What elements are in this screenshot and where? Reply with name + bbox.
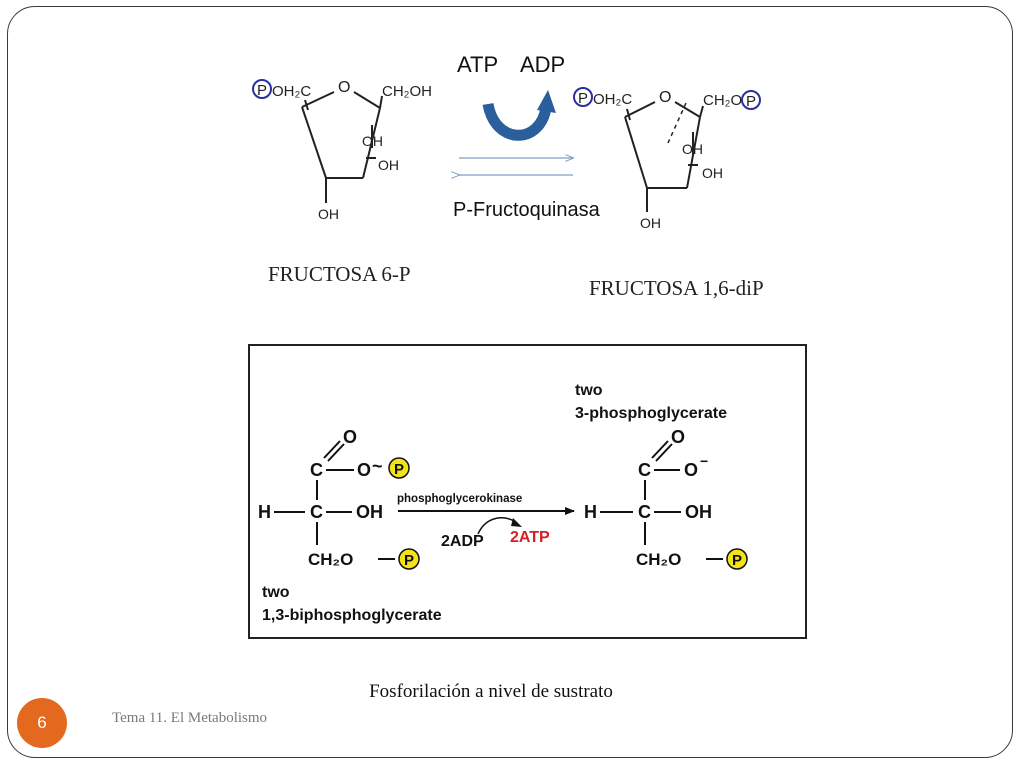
- bpg-ester-o: O: [357, 460, 371, 480]
- curved-arrow-icon: [482, 102, 552, 141]
- phosphofructokinase-arrow-group: ATP ADP P-Fructoquinasa: [453, 52, 601, 221]
- f6p-group-left: OH₂C: [272, 83, 311, 100]
- biphosphoglycerate-structure: O C O ~ P H C OH CH₂O P two 1,3-biphosph…: [258, 427, 442, 624]
- pg-h: H: [584, 502, 597, 522]
- phosphoglycerate-structure: two 3-phosphoglycerate O C O − H C OH CH…: [575, 382, 748, 570]
- bpg-carbon-2: C: [310, 502, 323, 522]
- f16dp-group-left: OH₂C: [593, 91, 632, 108]
- atp-2-label: 2ATP: [510, 529, 550, 546]
- bpg-count: two: [262, 584, 290, 601]
- fructose-1-6-diphosphate-structure: P OH₂C O CH₂O P OH OH OH FRUCTOSA 1,6-di…: [573, 87, 764, 300]
- phosphoglycerate-kinase-box: O C O ~ P H C OH CH₂O P two 1,3-biphosph…: [248, 344, 807, 639]
- slide-caption: Fosforilación a nivel de sustrato: [369, 681, 613, 702]
- pg-carbon-1: C: [638, 460, 651, 480]
- fructose-6-p-label: FRUCTOSA 6-P: [268, 262, 411, 286]
- enzyme-fructokinase-label: P-Fructoquinasa: [453, 199, 601, 221]
- f6p-ring-oxygen: O: [338, 79, 350, 96]
- bpg-phosphate-1: P: [394, 461, 404, 478]
- bpg-phosphate-3: P: [404, 552, 414, 569]
- phosphate-symbol-left: P: [578, 90, 588, 107]
- pg-minus-charge: −: [700, 453, 708, 469]
- enzyme-phosphoglycerokinase-label: phosphoglycerokinase: [397, 493, 522, 505]
- bpg-h: H: [258, 502, 271, 522]
- pg-carboxylate-o: O: [684, 460, 698, 480]
- bpg-carbonyl-o: O: [343, 427, 357, 447]
- phosphate-badge-icon: [398, 548, 420, 570]
- f16dp-oh-bottom: OH: [640, 215, 661, 231]
- atp-label: ATP: [457, 52, 498, 77]
- kinase-reaction-arrow: phosphoglycerokinase 2ADP 2ATP: [397, 493, 575, 550]
- reaction-box-frame: [248, 344, 807, 639]
- phosphate-symbol-right: P: [746, 93, 756, 110]
- footer-title: Tema 11. El Metabolismo: [112, 710, 268, 726]
- pg-oh: OH: [685, 502, 712, 522]
- f6p-ring-bonds: [301, 91, 383, 203]
- adp-label: ADP: [520, 52, 565, 77]
- f16dp-oh-lower: OH: [702, 165, 723, 181]
- pg-carbon-2: C: [638, 502, 651, 522]
- pg-ch2o: CH₂O: [636, 550, 681, 569]
- f16dp-dashed-bond: [667, 102, 687, 144]
- phosphate-circle-left-icon: [573, 87, 593, 107]
- f6p-oh-lower: OH: [378, 157, 399, 173]
- f6p-group-right: CH₂OH: [382, 83, 432, 100]
- bpg-ch2o: CH₂O: [308, 550, 353, 569]
- f16dp-oh-upper: OH: [682, 141, 703, 157]
- fructose-1-6-dip-label: FRUCTOSA 1,6-diP: [589, 276, 764, 300]
- f6p-oh-bottom: OH: [318, 206, 339, 222]
- f16dp-group-right: CH₂O: [703, 92, 742, 109]
- f16dp-ring-bonds: [624, 101, 704, 212]
- f6p-oh-upper: OH: [362, 133, 383, 149]
- phosphate-symbol: P: [257, 82, 267, 99]
- pg-count: two: [575, 382, 603, 399]
- bpg-high-energy-bond: ~: [372, 456, 383, 476]
- fructose-6-phosphate-structure: P OH₂C O CH₂OH OH OH OH FRUCTOSA 6-P: [252, 79, 432, 286]
- phosphate-badge-icon: [726, 548, 748, 570]
- bpg-name: 1,3-biphosphoglycerate: [262, 607, 442, 624]
- pg-name: 3-phosphoglycerate: [575, 405, 727, 422]
- bpg-carbon-1: C: [310, 460, 323, 480]
- phosphate-badge-icon: [388, 457, 410, 479]
- f16dp-ring-oxygen: O: [659, 89, 671, 106]
- bpg-oh: OH: [356, 502, 383, 522]
- pg-carbonyl-o: O: [671, 427, 685, 447]
- curved-arrow-head-icon: [537, 90, 556, 113]
- phosphate-circle-right-icon: [741, 90, 761, 110]
- cofactor-arrow-head-icon: [511, 518, 522, 527]
- page-number-badge: 6: [17, 698, 67, 748]
- pg-phosphate: P: [732, 552, 742, 569]
- adp-2-label: 2ADP: [441, 533, 484, 550]
- phosphate-circle-icon: [252, 79, 272, 99]
